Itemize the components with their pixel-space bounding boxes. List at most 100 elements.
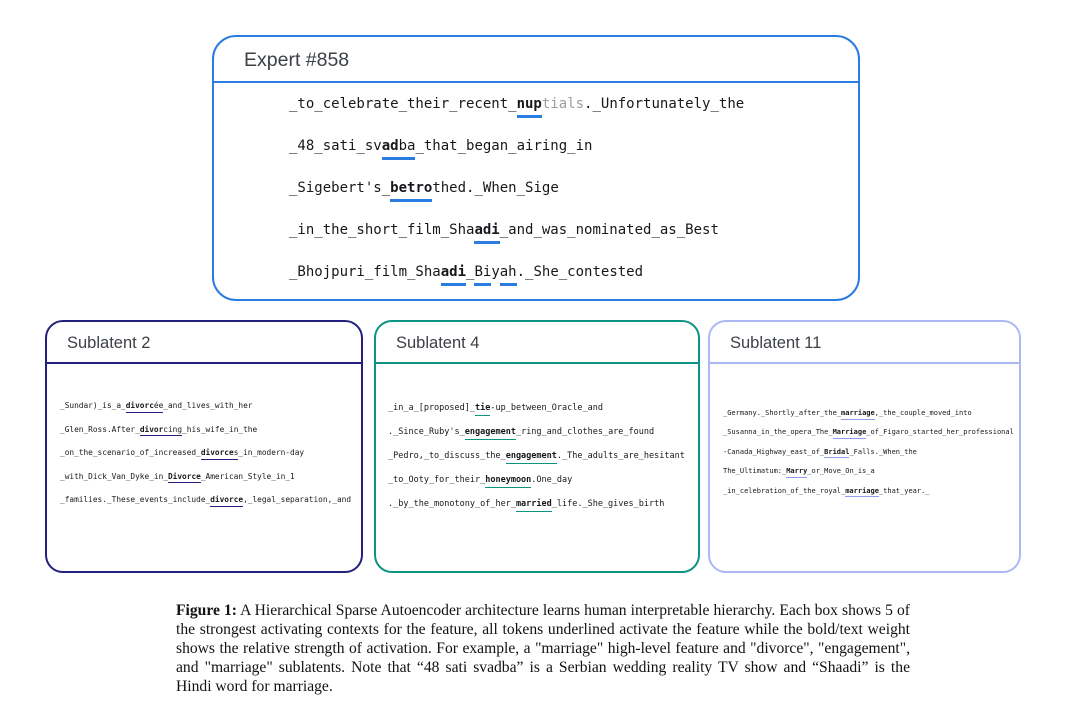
context-text: _Glen_Ross.After_ bbox=[60, 424, 140, 434]
context-text: _in_a_[proposed]_ bbox=[388, 403, 475, 413]
activating-token: married bbox=[515, 499, 552, 512]
context-line: _Susanna_in_the_opera_The_Marriage_of_Fi… bbox=[723, 423, 1019, 442]
context-text: ._The_adults_are_hesitant bbox=[556, 451, 685, 461]
context-text: y bbox=[491, 264, 500, 280]
activating-token: Divorce bbox=[167, 471, 201, 484]
context-text: tials bbox=[541, 96, 585, 112]
context-text: _Pedro,_to_discuss_the_ bbox=[388, 451, 506, 461]
sublatent-2-box: Sublatent 2 _Sundar)_is_a_divorcée_and_l… bbox=[45, 320, 363, 573]
context-text: _that_year._ bbox=[878, 486, 930, 495]
context-text: _that_began_airing_in bbox=[415, 138, 593, 154]
context-line: _in_a_[proposed]_tie-up_between_Oracle_a… bbox=[388, 396, 698, 420]
activating-token: tie bbox=[475, 403, 491, 416]
context-text: _families._These_events_include_ bbox=[60, 495, 211, 505]
expert-box: Expert #858 _to_celebrate_their_recent_n… bbox=[212, 35, 860, 301]
context-text: _life._She_gives_birth bbox=[551, 499, 665, 509]
context-text: _to_Ooty_for_their_ bbox=[388, 475, 486, 485]
sublatent-2-contexts: _Sundar)_is_a_divorcée_and_lives_with_he… bbox=[47, 364, 361, 512]
figure-caption: Figure 1: A Hierarchical Sparse Autoenco… bbox=[176, 602, 910, 697]
figure-caption-label: Figure 1: bbox=[176, 602, 237, 619]
context-text: _Germany._Shortly_after_the_ bbox=[723, 409, 842, 417]
sublatent-11-contexts: _Germany._Shortly_after_the_marriage,_th… bbox=[710, 364, 1019, 501]
expert-contexts: _to_celebrate_their_recent_nuptials._Unf… bbox=[214, 83, 858, 293]
context-text: _of_Figaro_started_her_professional bbox=[866, 428, 1014, 437]
context-line: _48_sati_svadba_that_began_airing_in bbox=[289, 125, 858, 167]
context-line: -Canada_Highway_east_of_Bridal_Falls._Wh… bbox=[723, 443, 1019, 462]
context-line: _Germany._Shortly_after_the_marriage,_th… bbox=[723, 404, 1019, 423]
context-text: _ bbox=[466, 264, 475, 280]
activating-token: divorce bbox=[200, 448, 234, 460]
figure-caption-text: A Hierarchical Sparse Autoencoder archit… bbox=[176, 602, 910, 695]
context-text: ._She_contested bbox=[516, 264, 644, 280]
activating-token: Marry bbox=[786, 467, 808, 478]
context-line: The_Ultimatum:_Marry_or_Move_On_is_a bbox=[723, 462, 1019, 481]
context-text: -Canada_Highway_east_of_ bbox=[723, 447, 825, 456]
context-text: _Susanna_in_the_opera_The_ bbox=[723, 428, 833, 437]
sublatent-4-contexts: _in_a_[proposed]_tie-up_between_Oracle_a… bbox=[376, 364, 698, 516]
activating-token: marriage bbox=[845, 486, 879, 498]
sublatent-11-box: Sublatent 11 _Germany._Shortly_after_the… bbox=[708, 320, 1021, 573]
activating-token: adi bbox=[474, 222, 500, 244]
context-text: .One_day bbox=[531, 475, 573, 485]
context-line: ._Since_Ruby's_engagement_ring_and_cloth… bbox=[388, 420, 698, 444]
context-line: _Sundar)_is_a_divorcée_and_lives_with_he… bbox=[60, 394, 361, 418]
activating-token: Bi bbox=[474, 264, 492, 286]
context-text: _on_the_scenario_of_increased_ bbox=[60, 448, 201, 458]
activating-token: honeymoon bbox=[485, 475, 532, 488]
context-text: ._by_the_monotony_of_her_ bbox=[388, 499, 516, 509]
activating-token: ba bbox=[398, 138, 416, 160]
context-text: _to_celebrate_their_recent_ bbox=[289, 96, 517, 112]
context-line: _on_the_scenario_of_increased_divorces_i… bbox=[60, 441, 361, 465]
activating-token: marriage bbox=[841, 409, 875, 420]
activating-token: cing bbox=[163, 424, 183, 437]
activating-token: ah bbox=[499, 264, 517, 286]
context-line: _with_Dick_Van_Dyke_in_Divorce_American_… bbox=[60, 465, 361, 489]
context-text: _in_celebration_of_the_royal_ bbox=[723, 486, 846, 495]
context-line: _Pedro,_to_discuss_the_engagement._The_a… bbox=[388, 444, 698, 468]
activating-token: ée bbox=[153, 401, 164, 413]
context-text: _in_the_short_film_Sha bbox=[289, 222, 475, 238]
activating-token: s bbox=[233, 448, 239, 460]
context-text: -up_between_Oracle_and bbox=[490, 403, 603, 413]
context-text: _ring_and_clothes_are_found bbox=[515, 427, 655, 437]
context-text: _and_lives_with_her bbox=[163, 401, 253, 410]
activating-token: divorce bbox=[210, 495, 244, 507]
context-line: _to_Ooty_for_their_honeymoon.One_day bbox=[388, 468, 698, 492]
context-text: thed._When_Sige bbox=[432, 180, 559, 196]
context-text: ._Unfortunately_the bbox=[584, 96, 745, 112]
activating-token: Marriage bbox=[832, 428, 867, 439]
context-line: _Sigebert's_betrothed._When_Sige bbox=[289, 167, 858, 209]
context-text: _Sundar)_is_a_ bbox=[60, 401, 126, 410]
sublatent-4-title: Sublatent 4 bbox=[376, 322, 698, 364]
context-line: _families._These_events_include_divorce,… bbox=[60, 488, 361, 512]
activating-token: betro bbox=[390, 180, 433, 202]
context-text: _in_modern-day bbox=[238, 448, 305, 458]
context-line: _in_the_short_film_Shaadi_and_was_nomina… bbox=[289, 209, 858, 251]
context-text: _48_sati_sv bbox=[289, 138, 382, 154]
activating-token: Bridal bbox=[824, 447, 850, 459]
context-text: _Sigebert's_ bbox=[289, 180, 391, 196]
context-text: _or_Move_On_is_a bbox=[807, 467, 875, 476]
context-text: _and_was_nominated_as_Best bbox=[499, 222, 719, 238]
context-text: _his_wife_in_the bbox=[182, 424, 258, 434]
sublatent-11-title: Sublatent 11 bbox=[710, 322, 1019, 364]
context-text: ,_legal_separation,_and bbox=[243, 495, 352, 505]
context-text: _with_Dick_Van_Dyke_in_ bbox=[60, 471, 168, 481]
sublatent-4-box: Sublatent 4 _in_a_[proposed]_tie-up_betw… bbox=[374, 320, 700, 573]
activating-token: divorc bbox=[125, 401, 154, 413]
context-text: The_Ultimatum:_ bbox=[723, 467, 787, 476]
context-line: _Bhojpuri_film_Shaadi_Biyah._She_contest… bbox=[289, 251, 858, 293]
activating-token: adi bbox=[440, 264, 467, 286]
context-line: ._by_the_monotony_of_her_married_life._S… bbox=[388, 492, 698, 516]
activating-token: engagement bbox=[464, 427, 516, 440]
context-line: _Glen_Ross.After_divorcing_his_wife_in_t… bbox=[60, 418, 361, 442]
expert-title: Expert #858 bbox=[214, 37, 858, 83]
activating-token: engagement bbox=[505, 451, 557, 464]
activating-token: ad bbox=[381, 138, 399, 160]
activating-token: divor bbox=[139, 424, 164, 437]
context-text: _Falls._When_the bbox=[849, 447, 917, 456]
context-text: _American_Style_in_1 bbox=[200, 471, 295, 481]
context-text: ,_the_couple_moved_into bbox=[874, 409, 972, 417]
context-line: _in_celebration_of_the_royal_marriage_th… bbox=[723, 482, 1019, 501]
context-text: _Bhojpuri_film_Sha bbox=[289, 264, 441, 280]
